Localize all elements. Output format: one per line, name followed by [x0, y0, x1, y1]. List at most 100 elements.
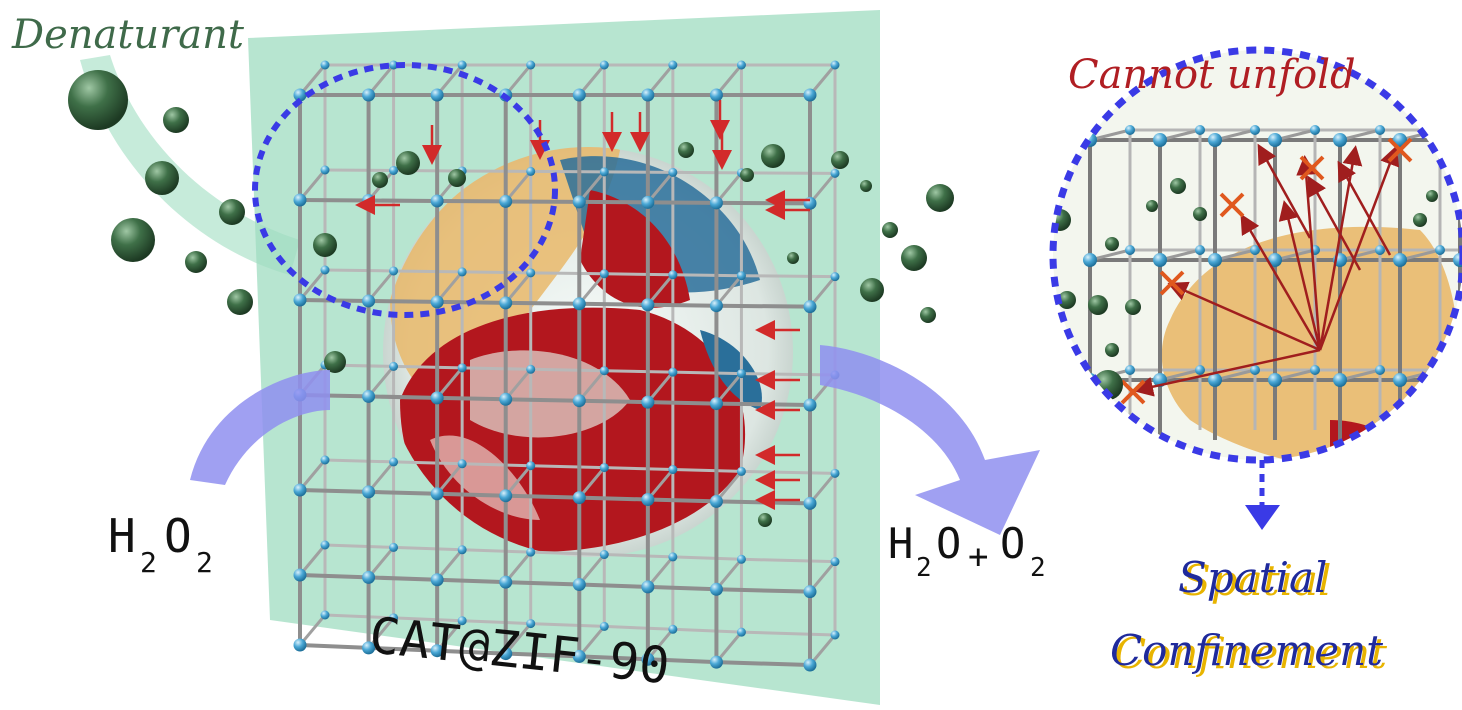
confinement-label-shadow: Confinement [1114, 629, 1387, 678]
lattice-node [668, 367, 678, 377]
reactant-formula: H 2 O 2 [108, 509, 213, 579]
lattice-node [430, 391, 444, 405]
lattice-node [709, 397, 723, 411]
lattice-node [599, 621, 609, 631]
lattice-node [803, 88, 817, 102]
zoom-lattice-node [1393, 253, 1407, 267]
lattice-bar [578, 170, 606, 203]
lattice-node [803, 496, 817, 510]
lattice-node [803, 585, 817, 599]
lattice-bar [299, 298, 811, 309]
confinement-arrow [1133, 348, 1321, 397]
lattice-node [599, 167, 609, 177]
lattice-bar [808, 472, 837, 505]
denaturant-ball [68, 70, 128, 130]
lattice-node [293, 568, 307, 582]
lattice-node [499, 296, 513, 310]
confinement-arrow [1318, 145, 1400, 351]
lattice-node [830, 168, 840, 178]
lattice-node [362, 389, 376, 403]
lattice-node [572, 88, 586, 102]
lattice-node [430, 194, 444, 208]
denaturant-ball [1105, 343, 1119, 357]
lattice-node [830, 272, 840, 282]
lattice-bar [324, 268, 836, 279]
denaturant-ball [145, 161, 179, 195]
lattice-node [572, 195, 586, 209]
lattice-bar [715, 470, 743, 503]
zoom-lattice-node [1375, 365, 1385, 375]
denaturant-ball [1170, 178, 1186, 194]
zoom-lattice-node [1453, 133, 1462, 147]
lattice-node [709, 88, 723, 102]
lattice-node [709, 582, 723, 596]
zoom-lattice-node [1310, 125, 1320, 135]
denaturant-ball [185, 251, 207, 273]
lattice-node [526, 166, 536, 176]
lattice-bar [298, 169, 327, 201]
lattice-bar [435, 462, 464, 495]
lattice-node [457, 545, 467, 555]
lattice-node [668, 465, 678, 475]
zoom-lattice-node [1435, 365, 1445, 375]
denaturant-ball [1413, 213, 1427, 227]
lattice-bar [324, 363, 836, 377]
product-h: H [888, 519, 913, 568]
spatial-label: Spatial [1178, 553, 1327, 602]
lattice-bar [299, 643, 811, 667]
lattice-node [526, 461, 536, 471]
lattice-node [641, 88, 655, 102]
reactant-o: O [164, 509, 192, 563]
lattice-node [803, 658, 817, 672]
denaturant-ball [761, 144, 785, 168]
denaturant-ball [111, 218, 155, 262]
lattice-node [736, 627, 746, 637]
lattice-bar [715, 372, 743, 405]
lattice-node [389, 542, 399, 552]
lattice-bar [808, 560, 837, 593]
lattice-bar [715, 171, 743, 204]
zoom-lattice-node [1268, 373, 1282, 387]
confinement-arrow [1257, 143, 1312, 239]
lattice-bar [578, 625, 606, 658]
zoom-lattice-node [1153, 253, 1167, 267]
dashed-circle [252, 62, 558, 318]
denaturant-ball [1105, 237, 1119, 251]
zoom-lattice-node [1375, 245, 1385, 255]
lattice-node [389, 361, 399, 371]
denaturant-ball [758, 513, 772, 527]
denaturant-ball [219, 199, 245, 225]
zoom-lattice-node [1208, 373, 1222, 387]
lattice-bar [298, 459, 327, 491]
lattice-bar [367, 64, 395, 96]
lattice-node [803, 300, 817, 314]
denaturant-ball [372, 172, 388, 188]
confinement-arrow [1278, 200, 1322, 351]
denaturant-ball [787, 252, 799, 264]
lattice-node [641, 652, 655, 666]
lattice-node [293, 483, 307, 497]
lattice-bar [324, 458, 836, 475]
lattice-node [668, 167, 678, 177]
zif-lattice [293, 60, 840, 672]
lattice-bar [298, 269, 327, 301]
lattice-node [572, 578, 586, 592]
denaturant-ball [163, 107, 189, 133]
lattice-bar [367, 616, 395, 649]
zoom-lattice-node [1393, 373, 1407, 387]
catalase-protein [383, 147, 793, 557]
lattice-bar [367, 269, 395, 302]
zoom-lattice-node [1310, 365, 1320, 375]
zoom-lattice-node [1250, 125, 1260, 135]
lattice-node [389, 60, 399, 70]
lattice-node [457, 459, 467, 469]
lattice-bar [578, 272, 606, 305]
lattice-node [499, 575, 513, 589]
lattice-node [709, 299, 723, 313]
lattice-node [572, 394, 586, 408]
denaturant-ball [860, 180, 872, 192]
lattice-node [430, 295, 444, 309]
lattice-node [430, 487, 444, 501]
zoom-lattice-node [1435, 245, 1445, 255]
lattice-bar [435, 270, 464, 303]
